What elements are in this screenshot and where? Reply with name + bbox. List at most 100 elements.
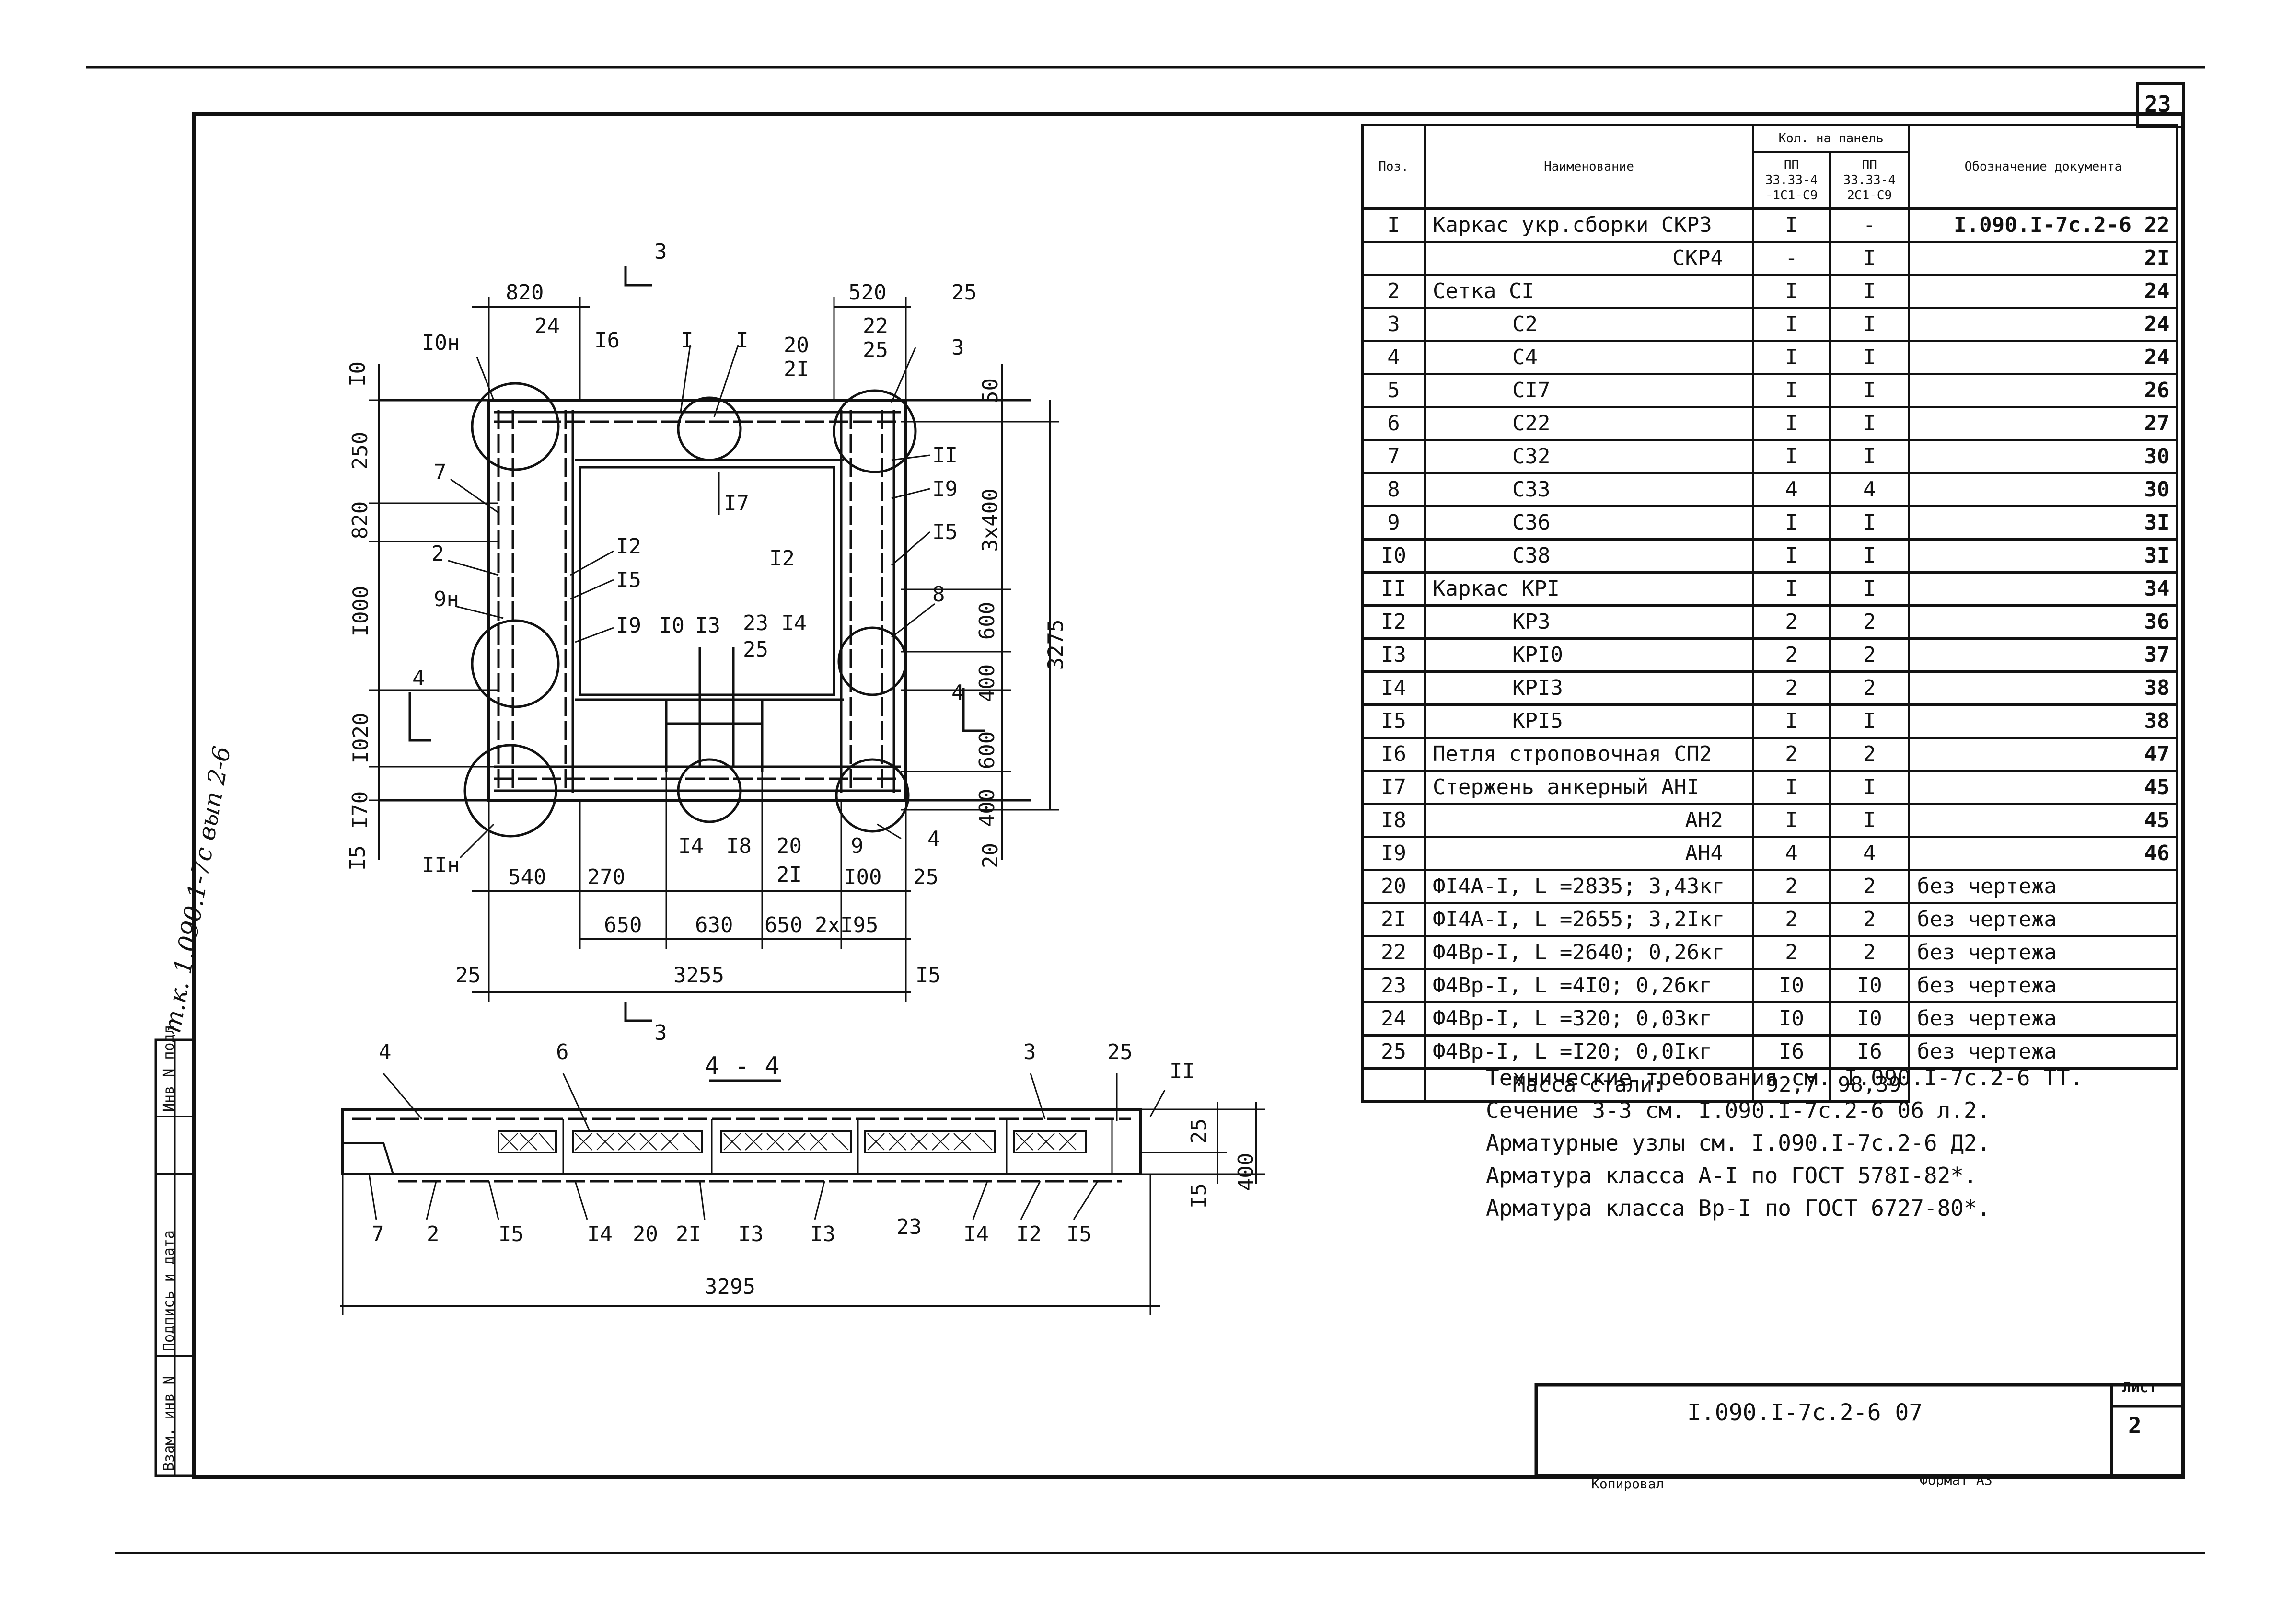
callout-22: 22 [863,314,888,338]
row-qty-a: I [1752,406,1831,441]
callout-14-inner: I4 [781,611,807,635]
callout-21-bottom: 2I [776,863,802,887]
row-pos [1361,241,1426,276]
row-qty-a: I [1752,803,1831,838]
note-line: Сечение 3-3 см. I.090.I-7с.2-6 06 л.2. [1486,1097,1991,1123]
row-qty-a: I [1752,571,1831,607]
sec-callout-14b: I4 [963,1222,989,1246]
row-name: С32 [1424,439,1754,474]
sec-callout-14a: I4 [587,1222,613,1246]
row-name: ФI4А-I, L =2835; 3,43кг [1424,869,1754,904]
row-name: С33 [1424,472,1754,507]
row-ref: 37 [1908,637,2179,673]
row-name: Ф4Вр-I, L =4I0; 0,26кг [1424,968,1754,1003]
row-ref: без чертежа [1908,935,2179,970]
dim-right-600a: 600 [975,601,1000,640]
sec-callout-13a: I3 [738,1222,764,1246]
header-pos: Поз. [1361,124,1426,210]
row-pos: II [1361,571,1426,607]
row-qty-a: 2 [1752,637,1831,673]
dim-left-250: 250 [348,431,373,470]
row-ref: без чертежа [1908,1034,2179,1070]
row-qty-b: 2 [1828,604,1911,640]
sheet-number: 2 [2128,1413,2142,1439]
dim-bottom-630: 630 [695,913,733,937]
dim-bottom-25: 25 [913,865,938,889]
sec-dim-400: 400 [1234,1152,1259,1191]
row-name: С38 [1424,538,1754,574]
row-ref: 27 [1908,406,2179,441]
callout-4-plan: 4 [927,827,940,851]
dim-bottom-650b: 650 [765,913,803,937]
callout-11n: IIн [422,853,460,877]
callout-20: 20 [784,333,809,357]
row-name: Ф4Вр-I, L =2640; 0,26кг [1424,935,1754,970]
row-qty-b: I [1828,241,1911,276]
row-name: Каркас КРI [1424,571,1754,607]
row-pos: I [1361,207,1426,243]
row-qty-a: I [1752,538,1831,574]
dim-top-24: 24 [534,314,560,338]
callout-25-inner: 25 [743,637,768,662]
row-qty-a: 4 [1752,472,1831,507]
callout-20-bottom: 20 [776,834,802,858]
row-pos: 25 [1361,1034,1426,1070]
row-qty-b: I [1828,373,1911,408]
callout-12-left: I2 [616,534,641,559]
row-ref: без чертежа [1908,902,2179,937]
callout-14-bottom: I4 [678,834,704,858]
dim-bottom-270: 270 [587,865,626,889]
dim-left-15: I5 [345,845,370,871]
row-pos: 20 [1361,869,1426,904]
page-number: 23 [2144,91,2171,117]
section-mark-bottom: 3 [654,1021,667,1045]
stamp-replace-label: Взам. инв N [161,1376,177,1471]
sec-callout-20: 20 [633,1222,658,1246]
row-ref: I.090.I-7с.2-6 22 [1908,207,2179,243]
mass-row: Масса стали: 92,7 98,39 [1361,1067,2178,1103]
callout-3-plan: 3 [951,335,964,360]
row-qty-b: I [1828,439,1911,474]
callout-16: I6 [594,328,620,353]
sheet-label: Лист [2122,1379,2157,1396]
row-qty-b: I [1828,770,1911,805]
row-qty-a: I [1752,274,1831,309]
note-line: Арматура класса Вр-I по ГОСТ 6727-80*. [1486,1195,1991,1221]
row-qty-b: I [1828,571,1911,607]
row-qty-b: 2 [1828,935,1911,970]
note-line: Технические требования см. I.090.I-7с.2-… [1486,1065,2084,1091]
row-ref: 24 [1908,307,2179,342]
row-ref: 34 [1908,571,2179,607]
callout-1b: I [736,328,749,353]
callout-12-right: I2 [769,546,795,571]
sec-callout-13b: I3 [810,1222,835,1246]
cut-mark-right: 4 [951,680,964,705]
dim-top-520: 520 [848,280,887,305]
dim-edge-15: I5 [915,963,941,988]
row-name: С36 [1424,505,1754,541]
row-name: ФI4А-I, L =2655; 3,2Iкг [1424,902,1754,937]
row-ref: 46 [1908,836,2179,871]
row-qty-b: 4 [1828,836,1911,871]
dim-bottom-2x195: 2xI95 [815,913,879,937]
callout-21: 2I [784,357,809,381]
row-pos: 6 [1361,406,1426,441]
row-qty-a: I [1752,373,1831,408]
footer-format: Формат А3 [1920,1472,1993,1488]
row-qty-b: 2 [1828,637,1911,673]
notes-block: Технические требования см. I.090.I-7с.2-… [1486,1061,2083,1224]
note-line: Арматурные узлы см. I.090.I-7с.2-6 Д2. [1486,1130,1991,1156]
row-name: С22 [1424,406,1754,441]
row-ref: 47 [1908,737,2179,772]
title-block [1534,1383,2185,1478]
